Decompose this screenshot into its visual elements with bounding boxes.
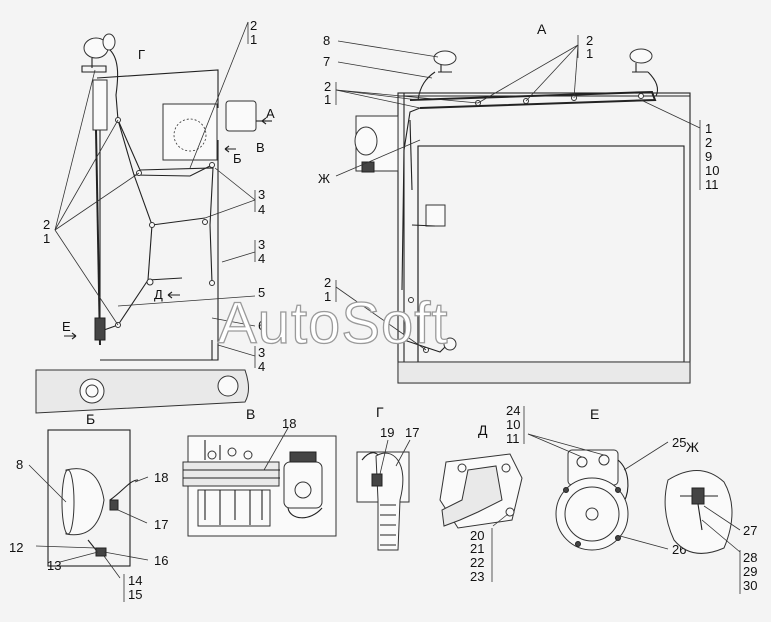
- callout-4: 4: [258, 251, 265, 266]
- rear-view-labels: А 8 7 2 1 2 1 1 2 9 10 11 Ж 2 1: [318, 21, 719, 304]
- detail-zh: [664, 470, 741, 594]
- detail-v-labels: В 18: [246, 406, 296, 431]
- callout-4: 4: [258, 202, 265, 217]
- view-ref-zh: Ж: [318, 171, 330, 186]
- detail-title-zh: Ж: [686, 439, 699, 455]
- callout-1: 1: [586, 46, 593, 61]
- callout-29: 29: [743, 564, 757, 579]
- callout-2: 2: [250, 18, 257, 33]
- callout-1: 1: [324, 289, 331, 304]
- callout-24: 24: [506, 403, 520, 418]
- detail-g: [356, 439, 411, 551]
- detail-title-e: Е: [590, 406, 599, 422]
- detail-zh-labels: Ж 27 28 29 30: [686, 439, 757, 593]
- detail-e-labels: Е 24 10 11 25 26: [506, 403, 686, 557]
- view-ref-g: Г: [138, 47, 145, 62]
- callout-6: 6: [258, 318, 265, 333]
- callout-2: 2: [705, 135, 712, 150]
- callout-8: 8: [16, 457, 23, 472]
- side-view: [35, 21, 272, 414]
- callout-14: 14: [128, 573, 142, 588]
- callout-3: 3: [258, 345, 265, 360]
- callout-1: 1: [324, 92, 331, 107]
- callout-16: 16: [154, 553, 168, 568]
- callout-2: 2: [586, 33, 593, 48]
- callout-17: 17: [154, 517, 168, 532]
- callout-1: 1: [250, 32, 257, 47]
- callout-2: 2: [324, 79, 331, 94]
- callout-17: 17: [405, 425, 419, 440]
- callout-5: 5: [258, 285, 265, 300]
- callout-2: 2: [43, 217, 50, 232]
- rear-view: [335, 35, 701, 384]
- callout-15: 15: [128, 587, 142, 602]
- callout-18: 18: [282, 416, 296, 431]
- roof-lamp-left: [417, 50, 457, 101]
- callout-10: 10: [506, 417, 520, 432]
- callout-21: 21: [470, 541, 484, 556]
- callout-20: 20: [470, 528, 484, 543]
- detail-d: [439, 453, 523, 582]
- callout-22: 22: [470, 555, 484, 570]
- view-ref-v: В: [256, 140, 265, 155]
- detail-e: [523, 406, 669, 551]
- callout-11: 11: [705, 177, 719, 192]
- callout-30: 30: [743, 578, 757, 593]
- roof-lamp-right: [629, 48, 659, 97]
- side-view-labels: Г 2 1 А В Б 3 4 2 1 3 4 Д 5 6 Е 3 4: [43, 18, 275, 374]
- work-lamp-top: [81, 33, 116, 73]
- detail-title-v: В: [246, 406, 255, 422]
- callout-1: 1: [43, 231, 50, 246]
- view-ref-b: Б: [233, 151, 242, 166]
- detail-d-labels: Д 20 21 22 23: [470, 422, 488, 584]
- callout-23: 23: [470, 569, 484, 584]
- callout-25: 25: [672, 435, 686, 450]
- callout-27: 27: [743, 523, 757, 538]
- view-ref-e: Е: [62, 319, 71, 334]
- callout-28: 28: [743, 550, 757, 565]
- detail-title-d: Д: [478, 422, 488, 438]
- detail-b: [28, 429, 149, 602]
- view-title-a: А: [537, 21, 547, 37]
- callout-11: 11: [506, 431, 520, 446]
- detail-title-g: Г: [376, 404, 384, 420]
- callout-10: 10: [705, 163, 719, 178]
- view-ref-a: А: [266, 106, 275, 121]
- callout-13: 13: [47, 558, 61, 573]
- callout-12: 12: [9, 540, 23, 555]
- callout-19: 19: [380, 425, 394, 440]
- watermark: AutoSoft: [218, 291, 448, 356]
- detail-v: [182, 427, 337, 537]
- callout-2: 2: [324, 275, 331, 290]
- detail-b-labels: Б 8 18 17 12 16 13 14 15: [9, 411, 168, 602]
- callout-4: 4: [258, 359, 265, 374]
- callout-18: 18: [154, 470, 168, 485]
- callout-3: 3: [258, 237, 265, 252]
- callout-1: 1: [705, 121, 712, 136]
- callout-8: 8: [323, 33, 330, 48]
- detail-g-labels: Г 19 17: [376, 404, 419, 440]
- detail-title-b: Б: [86, 411, 95, 427]
- callout-3: 3: [258, 187, 265, 202]
- view-ref-d: Д: [154, 287, 163, 302]
- callout-7: 7: [323, 54, 330, 69]
- callout-9: 9: [705, 149, 712, 164]
